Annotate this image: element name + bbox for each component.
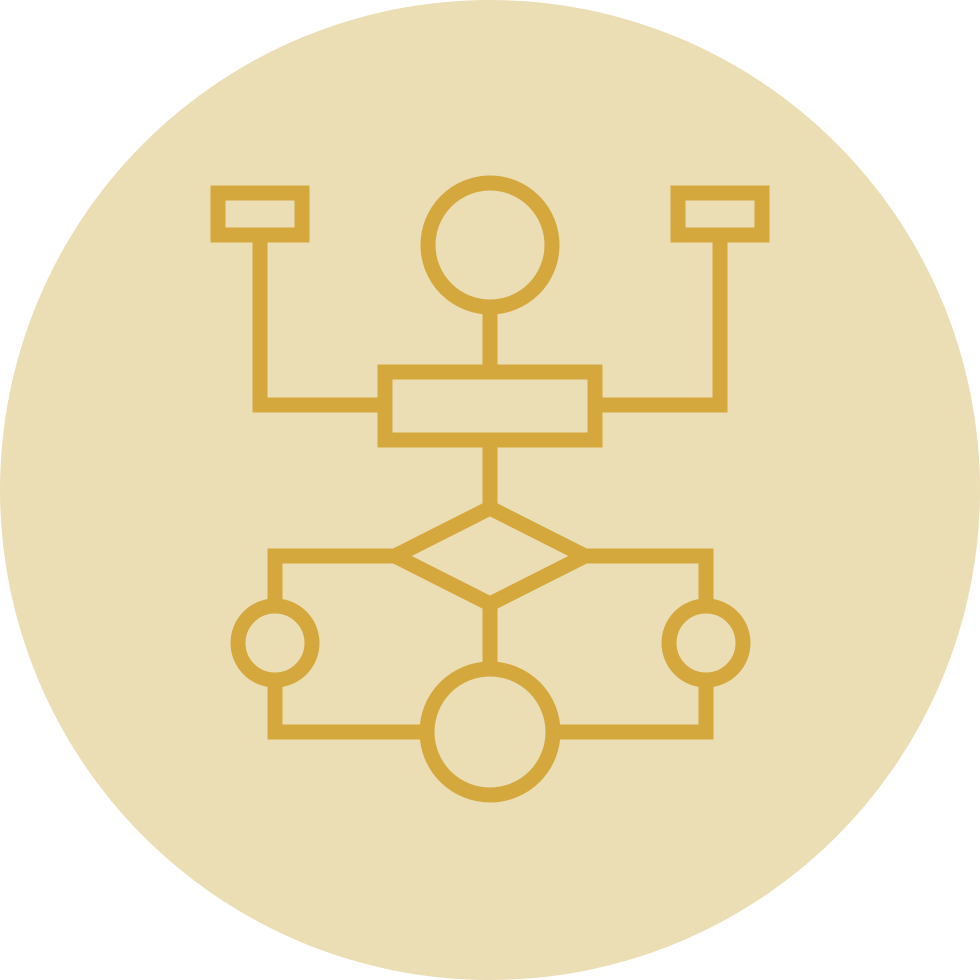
left-decision-connector — [267, 548, 395, 608]
right-decision-connector — [585, 548, 714, 608]
left-merge-connector — [267, 680, 425, 740]
right-branch-connector — [595, 235, 728, 413]
left-branch-connector — [252, 235, 385, 413]
end-circle — [419, 661, 561, 803]
right-merge-connector — [555, 680, 714, 740]
